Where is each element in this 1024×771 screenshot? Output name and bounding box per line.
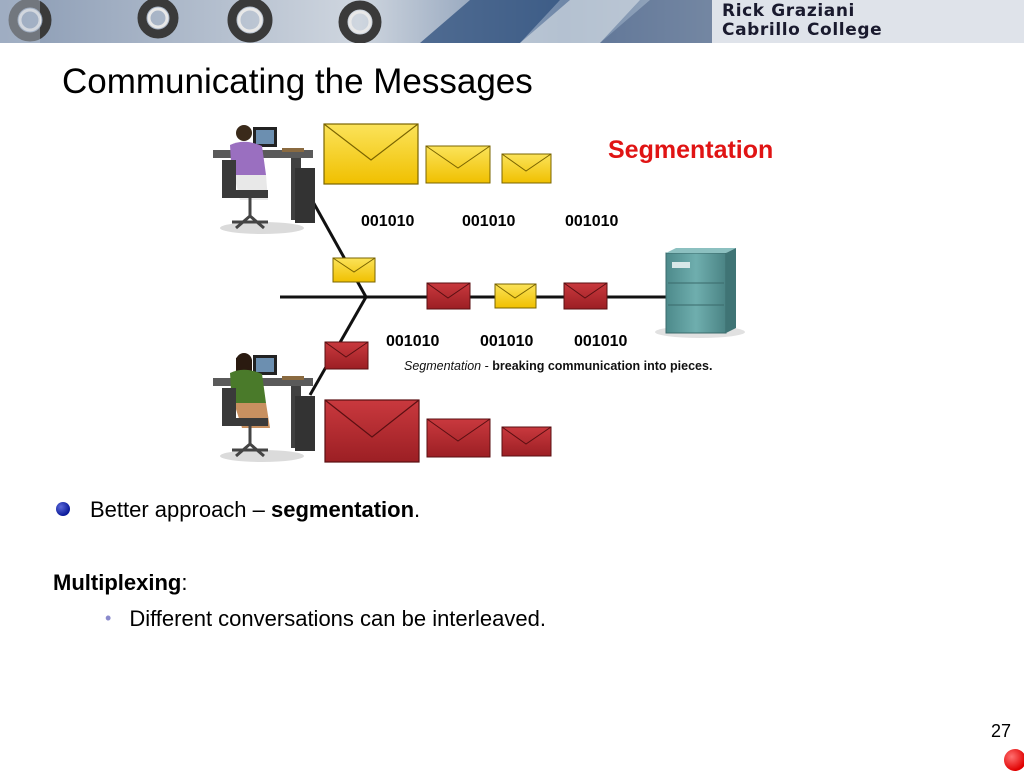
heading-bold: Multiplexing <box>53 570 182 595</box>
bits-label: 001010 <box>574 333 628 350</box>
banner-text: Rick Graziani Cabrillo College <box>722 2 882 40</box>
bullet-suffix: . <box>414 497 421 522</box>
diagram-caption: Segmentation - breaking communication in… <box>404 359 712 373</box>
caption-term: Segmentation <box>404 359 482 373</box>
caption-description: breaking communication into pieces. <box>492 359 713 373</box>
segmentation-label: Segmentation <box>608 136 774 164</box>
bits-label: 001010 <box>480 333 534 350</box>
yellow-envelope-large-icon <box>323 123 419 185</box>
server-icon <box>655 248 745 338</box>
sub-bullet-text: Different conversations can be interleav… <box>129 606 546 631</box>
red-envelope-on-branch-icon <box>324 341 369 370</box>
sub-bullet-interleaved: • Different conversations can be interlea… <box>105 606 546 632</box>
red-circle-icon <box>1004 749 1024 771</box>
red-envelope-on-line-1-icon <box>426 282 471 310</box>
bits-label: 001010 <box>565 213 619 230</box>
caption-separator: - <box>481 359 493 373</box>
yellow-envelope-on-branch-icon <box>332 257 376 283</box>
header-banner: Rick Graziani Cabrillo College <box>0 0 1024 43</box>
banner-college: Cabrillo College <box>722 20 883 40</box>
red-envelope-on-line-2-icon <box>563 282 608 310</box>
red-envelope-large-icon <box>324 399 420 463</box>
heading-suffix: : <box>181 570 188 595</box>
bits-label: 001010 <box>462 213 516 230</box>
yellow-envelope-medium-icon <box>425 145 491 184</box>
red-envelope-small-icon <box>501 426 552 457</box>
bullet-better-approach: Better approach – segmentation. <box>56 497 420 523</box>
segmentation-diagram <box>213 123 745 463</box>
bullet-bold: segmentation <box>271 497 415 522</box>
banner-name: Rick Graziani <box>722 1 855 21</box>
sub-bullet-dot-icon: • <box>105 608 112 628</box>
banner-photo <box>0 0 1024 43</box>
bits-label: 001010 <box>386 333 440 350</box>
slide-title: Communicating the Messages <box>62 62 533 101</box>
top-user-workstation-icon <box>213 125 315 234</box>
multiplexing-heading: Multiplexing: <box>53 570 187 596</box>
bits-label: 001010 <box>361 213 415 230</box>
red-envelope-medium-icon <box>426 418 491 458</box>
yellow-envelope-small-icon <box>501 153 552 184</box>
yellow-envelope-on-line-icon <box>494 283 537 309</box>
page-number: 27 <box>991 721 1012 741</box>
bottom-user-workstation-icon <box>213 353 315 462</box>
bullet-prefix: Better approach – <box>90 497 272 522</box>
bullet-dot-icon <box>56 502 70 517</box>
